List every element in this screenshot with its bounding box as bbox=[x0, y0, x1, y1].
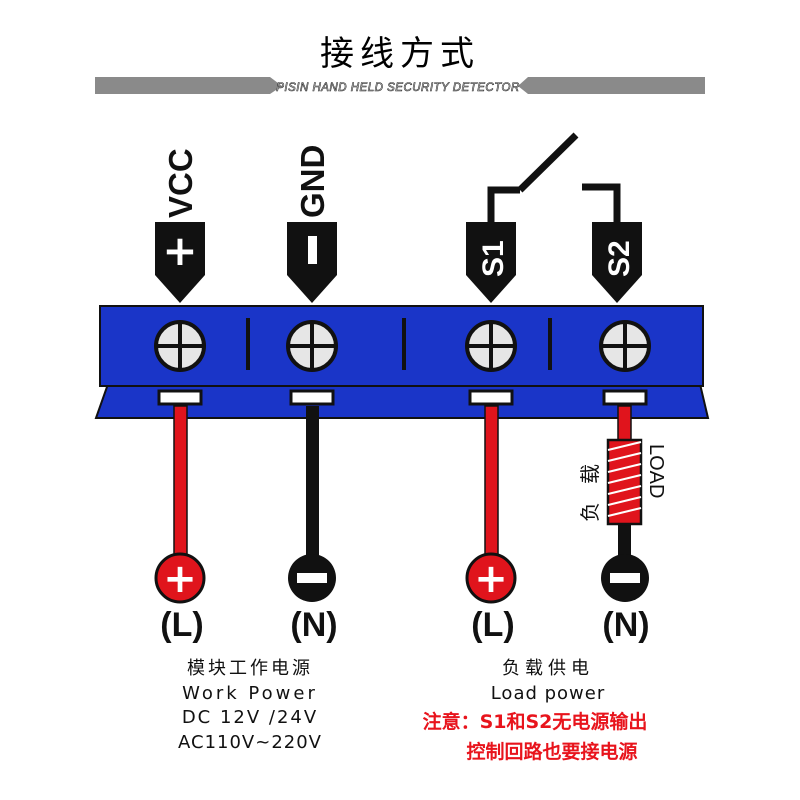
wire-red-2 bbox=[484, 405, 499, 557]
warning-note-line2: 控制回路也要接电源 bbox=[466, 740, 638, 763]
right-caption-line1: 负载供电 bbox=[502, 658, 594, 679]
page-title: 接线方式 bbox=[320, 34, 480, 74]
wire-red-3 bbox=[617, 405, 632, 443]
left-caption-line4: AC110V~220V bbox=[178, 731, 322, 753]
left-caption-line1: 模块工作电源 bbox=[187, 658, 313, 679]
label-n-2: (N) bbox=[602, 606, 649, 644]
bottom-minus-2 bbox=[601, 554, 649, 602]
wire-red-1 bbox=[173, 405, 188, 557]
bottom-plus-1: + bbox=[154, 552, 206, 604]
switch-wire-s1 bbox=[487, 186, 520, 222]
svg-text:+: + bbox=[163, 556, 197, 602]
left-caption-line2: Work Power bbox=[182, 682, 318, 704]
left-caption-line3: DC 12V /24V bbox=[181, 707, 319, 728]
right-caption: 负载供电 Load power bbox=[448, 658, 648, 705]
switch-wire-s2 bbox=[582, 183, 621, 222]
screw-gnd bbox=[286, 320, 338, 372]
warning-note-line1: 注意：S1和S2无电源输出 bbox=[422, 711, 648, 733]
banner-text: PISIN HAND HELD SECURITY DETECTOR bbox=[276, 82, 520, 94]
banner-left-bar bbox=[95, 77, 282, 94]
s1-pointer: S1 bbox=[466, 132, 579, 303]
label-l-1: (L) bbox=[160, 606, 203, 644]
s1-label: S1 bbox=[477, 240, 510, 277]
vcc-plus-sign: + bbox=[162, 226, 197, 275]
svg-text:+: + bbox=[474, 556, 508, 602]
wire-black-2 bbox=[618, 522, 631, 558]
left-caption: 模块工作电源 Work Power DC 12V /24V AC110V~220… bbox=[150, 658, 350, 754]
bottom-plus-2: + bbox=[465, 552, 517, 604]
screw-s1 bbox=[465, 320, 517, 372]
right-caption-line2: Load power bbox=[490, 682, 606, 704]
warning-note: 注意：S1和S2无电源输出 控制回路也要接电源 bbox=[380, 710, 690, 765]
vcc-label: VCC bbox=[162, 148, 199, 218]
load-resistor: 负载 LOAD bbox=[578, 438, 667, 526]
gnd-pointer: GND bbox=[287, 145, 337, 303]
load-cn-label: 负载 bbox=[578, 446, 602, 522]
label-l-2: (L) bbox=[471, 606, 514, 644]
label-n-1: (N) bbox=[290, 606, 337, 644]
gnd-label: GND bbox=[294, 145, 331, 218]
wire-black-1 bbox=[306, 406, 319, 556]
s2-pointer: S2 bbox=[582, 183, 642, 303]
gnd-minus-sign bbox=[308, 236, 317, 264]
load-en-label: LOAD bbox=[645, 444, 667, 498]
switch-blade bbox=[517, 132, 579, 193]
s2-label: S2 bbox=[603, 240, 636, 277]
bottom-minus-1 bbox=[288, 554, 336, 602]
banner-right-bar bbox=[518, 77, 705, 94]
screw-vcc bbox=[154, 320, 206, 372]
screw-s2 bbox=[599, 320, 651, 372]
vcc-pointer: + VCC bbox=[155, 148, 205, 303]
